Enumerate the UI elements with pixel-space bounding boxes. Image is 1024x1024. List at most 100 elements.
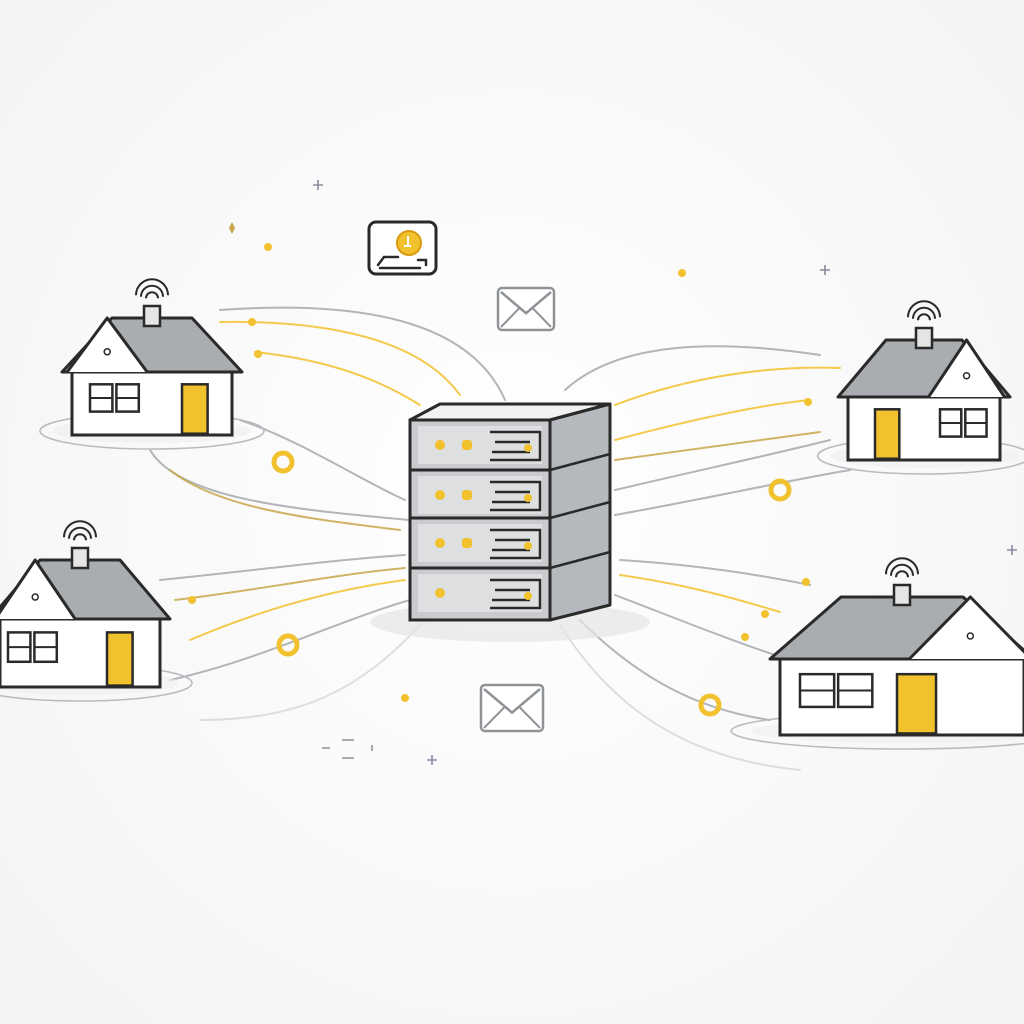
data-node-ring	[698, 693, 722, 717]
house-body	[846, 393, 1002, 462]
connection-line	[614, 594, 776, 656]
sparkle-icon	[313, 180, 323, 190]
side-divider	[549, 452, 611, 472]
chimney	[142, 304, 162, 328]
envelope-body	[496, 286, 556, 332]
envelope-flap	[483, 688, 541, 715]
envelope-fold	[483, 706, 541, 729]
decorative-dashes	[322, 739, 373, 759]
data-dot	[804, 398, 812, 406]
data-dot	[264, 243, 272, 251]
connection-line	[614, 431, 821, 461]
connection-line	[559, 624, 801, 771]
server-unit	[408, 402, 611, 472]
wifi-arc	[63, 520, 97, 538]
wifi-arc	[135, 278, 169, 296]
connection-line	[579, 619, 771, 721]
house-top-right	[816, 300, 1024, 475]
wifi-arc	[895, 570, 909, 578]
data-node-ring	[271, 450, 295, 474]
house-door	[895, 672, 938, 735]
gable-vent	[966, 632, 975, 640]
status-led	[435, 440, 445, 450]
house-door	[873, 408, 901, 460]
chimney	[914, 326, 934, 350]
status-led	[435, 538, 445, 548]
wifi-icon	[63, 520, 97, 541]
data-dot	[761, 610, 769, 618]
hand	[376, 255, 428, 270]
sparkle-icon	[1007, 545, 1017, 555]
side-divider	[549, 402, 611, 422]
wifi-icon	[885, 557, 919, 578]
connection-line	[174, 567, 406, 601]
data-node-ring	[276, 633, 300, 657]
connection-line	[169, 469, 401, 531]
house-bottom-right	[730, 557, 1024, 750]
coin-mark	[404, 236, 411, 247]
data-dot	[741, 633, 749, 641]
connection-line	[614, 439, 831, 491]
connection-line	[619, 574, 781, 613]
sparkle-icon	[820, 265, 830, 275]
house-top-left	[39, 278, 265, 450]
data-dot	[254, 350, 262, 358]
wifi-arc	[68, 526, 92, 539]
gable-vent	[962, 372, 971, 380]
drive-bay	[490, 578, 542, 610]
status-led	[524, 494, 532, 502]
connection-line	[219, 306, 506, 401]
status-led	[524, 592, 532, 600]
drive-bay	[490, 528, 542, 560]
data-node-ring	[768, 478, 792, 502]
connection-line	[254, 351, 421, 406]
status-led	[435, 490, 445, 500]
envelope-icon	[479, 683, 545, 733]
connection-line	[199, 624, 421, 721]
server-side	[548, 402, 612, 622]
envelope-fold	[500, 307, 552, 328]
drive-bay	[490, 430, 542, 462]
server-unit	[408, 500, 611, 570]
wifi-icon	[135, 278, 169, 299]
drive-bay	[490, 480, 542, 512]
wifi-arc	[917, 313, 931, 321]
sparkle-icon	[427, 755, 437, 765]
side-divider	[549, 550, 611, 570]
wifi-arc	[885, 557, 919, 575]
status-led	[435, 588, 445, 598]
connection-line	[189, 579, 406, 641]
connection-line	[149, 449, 411, 521]
chimney	[70, 546, 90, 570]
connection-line	[614, 399, 811, 441]
house-gable	[927, 338, 1006, 398]
status-led	[524, 444, 532, 452]
wifi-icon	[907, 300, 941, 321]
connection-line	[219, 320, 461, 396]
server-rack-icon	[370, 402, 650, 642]
data-dot	[188, 596, 196, 604]
wifi-arc	[912, 306, 936, 319]
envelope-flap	[500, 291, 552, 315]
gable-vent	[103, 348, 111, 356]
wifi-arc	[907, 300, 941, 318]
status-led	[462, 490, 472, 500]
sparkle-icon	[229, 222, 235, 234]
house-gable	[0, 558, 77, 620]
data-dot	[248, 318, 256, 326]
status-led	[524, 542, 532, 550]
gable-vent	[31, 593, 39, 601]
envelope-body	[479, 683, 545, 733]
envelope-icon	[496, 286, 556, 332]
data-dot	[401, 694, 409, 702]
house-gable	[908, 595, 1024, 661]
connection-line	[614, 469, 851, 516]
house-door	[180, 383, 209, 435]
wifi-arc	[145, 291, 159, 299]
connection-line	[564, 345, 821, 391]
connection-line	[619, 559, 811, 586]
house-gable	[65, 316, 149, 373]
wifi-arc	[140, 284, 164, 297]
house-door	[105, 631, 134, 687]
